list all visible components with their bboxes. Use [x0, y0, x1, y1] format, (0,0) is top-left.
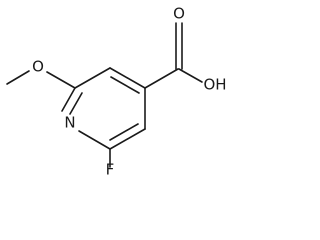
bond-o-methyl [6, 70, 30, 85]
atom-carbonyl-oxygen: O [173, 5, 185, 23]
bond-c2-c3 [74, 67, 111, 89]
bond-c6-n [78, 130, 111, 150]
bond-c5-c6 [109, 128, 146, 150]
bond-c3-c4 [109, 67, 146, 89]
bond-n-c2 [61, 87, 76, 112]
atom-methoxy-oxygen: O [32, 58, 44, 76]
pyridine-ring [61, 67, 146, 150]
bond-c4-carboxyl [144, 68, 179, 89]
bond-carboxyl-oh [178, 68, 203, 83]
bond-c5-c6-double [109, 123, 139, 141]
atom-labels: N O O OH F [32, 5, 226, 179]
bond-c3-c4-double [110, 76, 140, 94]
substituent-bonds [6, 22, 203, 168]
atom-hydroxyl: OH [203, 76, 226, 94]
atom-fluorine: F [106, 161, 115, 179]
atom-nitrogen: N [64, 114, 75, 132]
chemical-structure-diagram: N O O OH F [6, 5, 227, 179]
bond-c2-o-methoxy [46, 71, 76, 89]
bond-n-c2-double [69, 92, 83, 115]
